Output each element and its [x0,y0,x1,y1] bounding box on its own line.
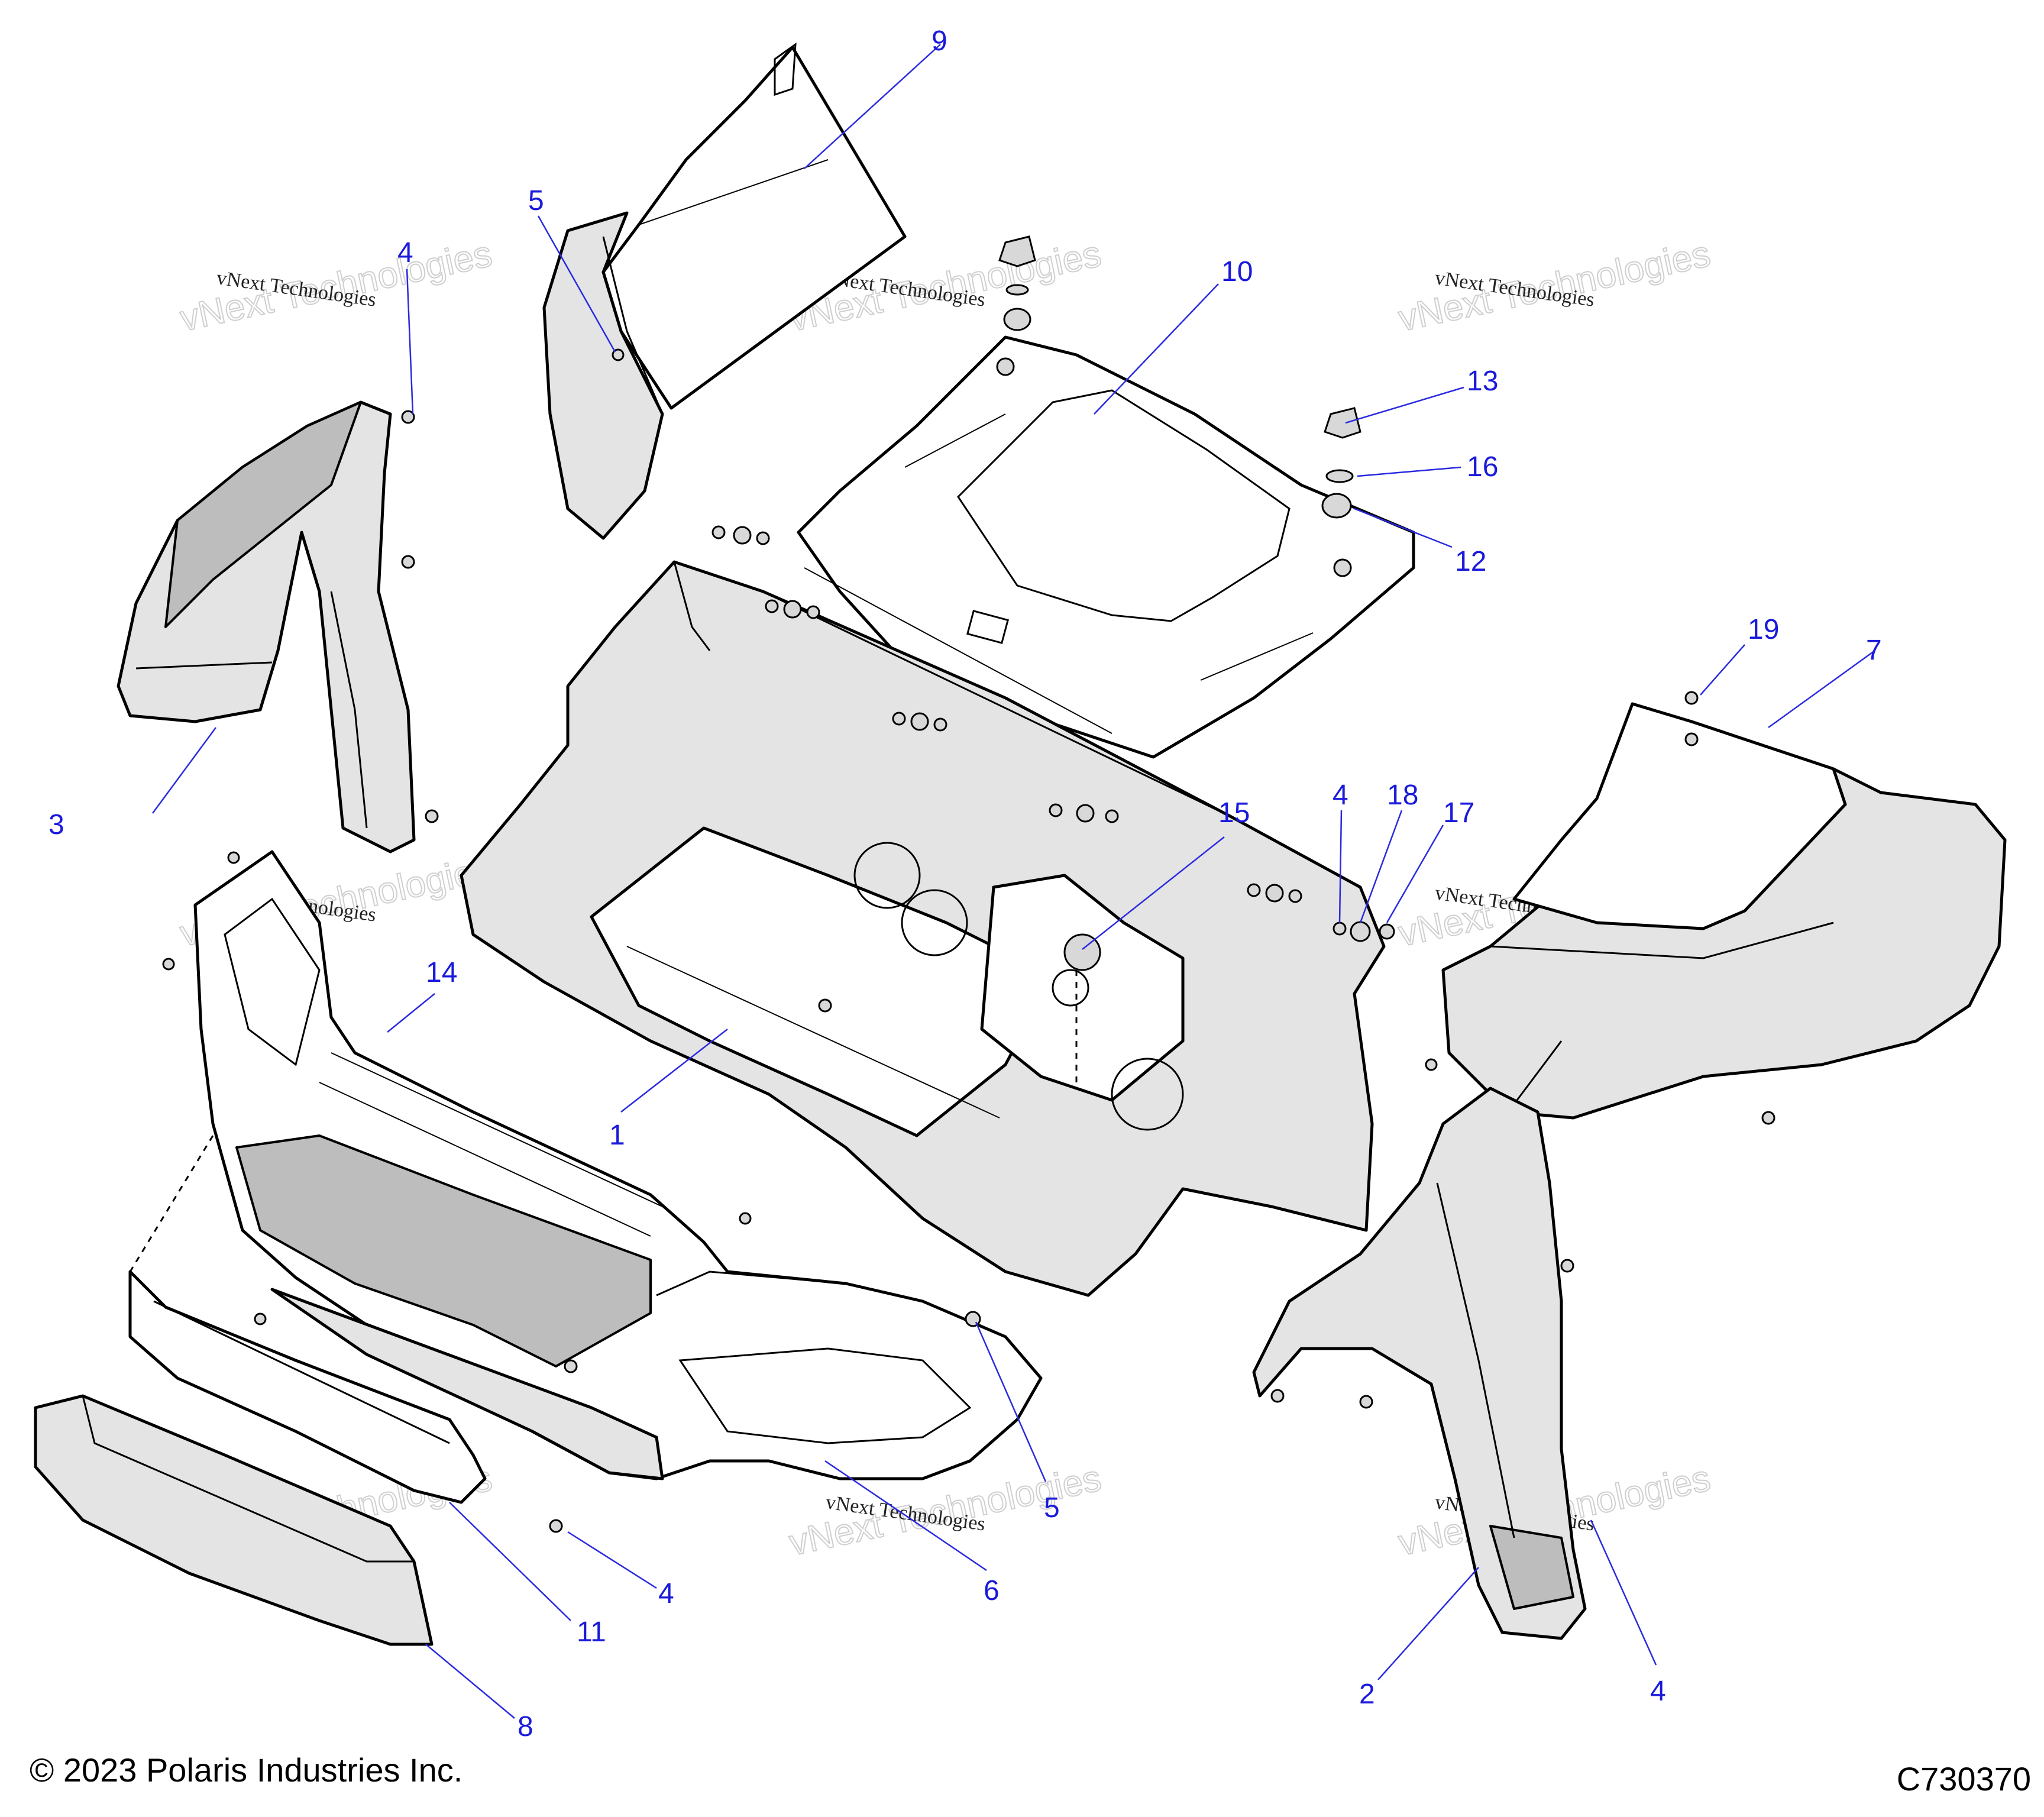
callout-10: 10 [1221,256,1253,287]
callout-14: 14 [426,957,457,988]
part-front-fascia [129,850,1043,1480]
callout-6: 6 [984,1575,1000,1606]
leader-lines [151,44,1875,1719]
part-lower-grille [128,1270,487,1504]
callout-4b: 4 [1333,780,1348,811]
callout-17: 17 [1443,797,1474,829]
callout-4: 4 [397,237,413,269]
callout-8: 9 [932,25,947,57]
part-skid-plate [34,1394,434,1646]
callout-2: 2 [1359,1679,1375,1710]
callout-9: 8 [518,1711,533,1742]
part-hood [797,335,1415,759]
callout-15: 15 [1218,797,1250,829]
callout-7: 7 [1866,635,1882,666]
callout-19: 19 [1748,614,1779,645]
callout-18: 18 [1387,780,1418,811]
hardware-group [162,235,1699,1533]
callout-12: 12 [1455,546,1486,577]
part-dash-cowl [542,42,907,540]
callout-11: 11 [577,1616,606,1648]
part-right-pillar [1252,1087,1587,1640]
part-right-fender [1441,702,2007,1125]
part-floor-tub [460,560,1386,1297]
callout-1: 1 [609,1120,625,1151]
callout-4c: 4 [658,1578,674,1609]
callout-3: 3 [48,809,64,840]
callout-5b: 5 [1044,1492,1060,1524]
callout-4d: 4 [1650,1676,1666,1707]
copyright-notice: © 2023 Polaris Industries Inc. [30,1751,463,1789]
callout-5: 5 [528,185,544,216]
callout-labels: 9 10 5 4 13 16 12 19 7 15 4 18 17 3 14 1… [48,25,1882,1742]
callout-16: 16 [1467,451,1498,483]
part-left-pillar [117,400,439,853]
callout-13: 13 [1467,366,1498,397]
figure-id: C730370 [1896,1760,2031,1797]
